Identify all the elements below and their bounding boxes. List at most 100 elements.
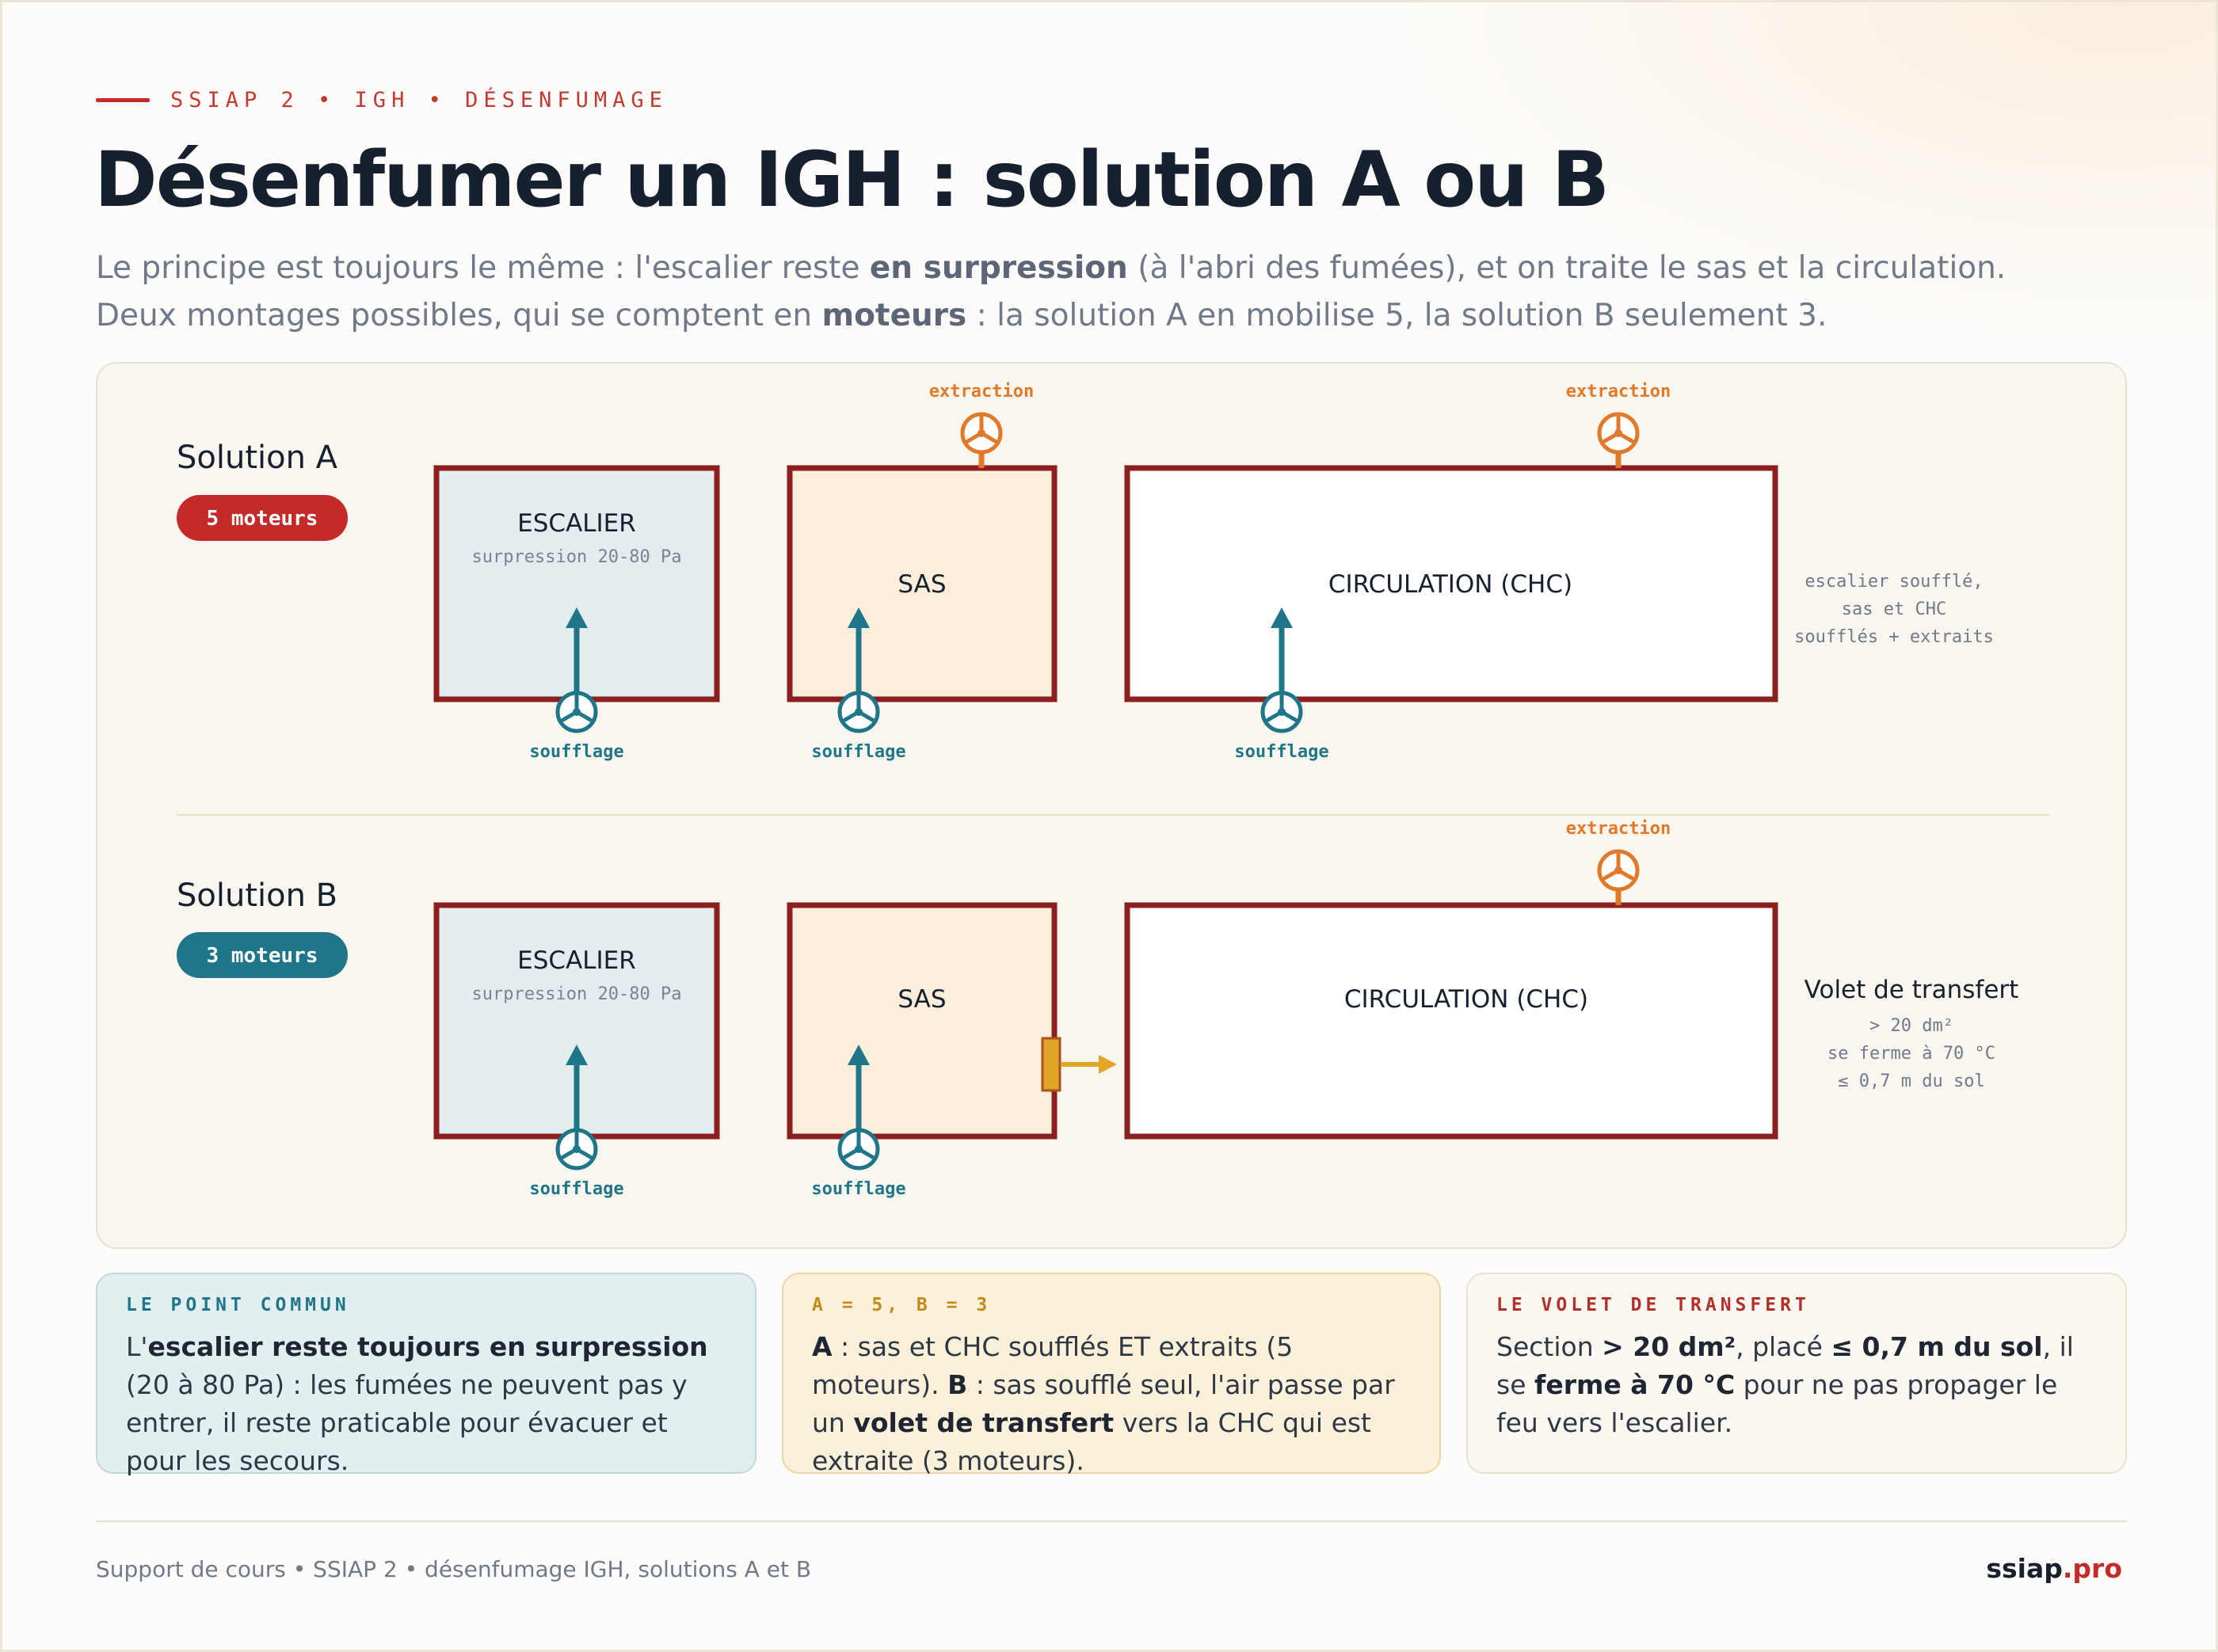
solution-a-badge-label: 5 moteurs [207, 507, 318, 531]
card-motor-count-head: A = 5, B = 3 [812, 1295, 992, 1315]
solution-b-chc-extract-label: extraction [1566, 819, 1671, 839]
card-2-text-3: vers la CHC qui est extraite (3 moteurs)… [812, 1407, 1371, 1476]
card-3-bold-2: ≤ 0,7 m du sol [1831, 1331, 2043, 1362]
card-transfer-damper-head: LE VOLET DE TRANSFERT [1496, 1295, 1810, 1315]
solution-b-sas-supply-fan-icon [837, 1045, 880, 1170]
lead-paragraph: Le principe est toujours le même : l'esc… [96, 245, 2029, 340]
footer-text: Support de cours • SSIAP 2 • désenfumage… [96, 1556, 812, 1582]
solution-b-sas-label: SAS [897, 985, 946, 1014]
fan-hub [1614, 866, 1622, 874]
card-2-bold-1: A [812, 1331, 833, 1362]
card-transfer-damper: LE VOLET DE TRANSFERT Section > 20 dm², … [1466, 1273, 2127, 1474]
card-motor-count: A = 5, B = 3 A : sas et CHC soufflés ET … [782, 1273, 1441, 1476]
solution-b-sas-supply-label: soufflage [811, 1179, 905, 1199]
solution-b-chc-label: CIRCULATION (CHC) [1344, 985, 1588, 1014]
card-3-text-3: , il se [1496, 1331, 2074, 1400]
solution-a-escalier-label: ESCALIER [517, 509, 636, 538]
lead-bold-1: en surpression [869, 250, 1128, 286]
solution-b-badge-label: 3 moteurs [207, 944, 318, 968]
solution-a-escalier-sub: surpression 20-80 Pa [472, 547, 682, 567]
solution-b-sas-box [787, 902, 1058, 1140]
card-2-bold-3: volet de transfert [853, 1407, 1115, 1438]
supply-arrow-head [848, 607, 870, 628]
diagram-canvas: Solution A 5 moteurs ESCALIER surpressio… [177, 382, 2049, 1199]
kicker-bar [96, 98, 150, 102]
diagram-panel: Solution A 5 moteurs ESCALIER surpressio… [96, 362, 2127, 1249]
background-glow [1265, 2, 2216, 398]
solution-a-note-line-2: sas et CHC [1842, 600, 1946, 619]
brand-tld: .pro [2062, 1553, 2122, 1584]
card-common-point-head: LE POINT COMMUN [126, 1295, 350, 1315]
solution-a-chc-supply-fan-icon [1260, 607, 1303, 733]
card-common-point-body: L'escalier reste toujours en surpression… [126, 1328, 726, 1480]
transfer-arrow-head [1099, 1055, 1117, 1074]
card-3-text-4: pour ne pas propager le feu vers l'escal… [1496, 1369, 2058, 1438]
solution-b-note-line-3: ≤ 0,7 m du sol [1838, 1072, 1984, 1091]
solution-a-sas-extract-label: extraction [929, 382, 1034, 402]
card-common-point: LE POINT COMMUN L'escalier reste toujour… [96, 1273, 756, 1476]
solution-a-sas-label: SAS [897, 570, 946, 599]
kicker: SSIAP 2 • IGH • DÉSENFUMAGE [96, 88, 668, 112]
solution-a-chc-box [1124, 465, 1778, 702]
card-2-text-2: : sas soufflé seul, l'air passe par un [812, 1369, 1395, 1438]
solution-a-escalier-supply-fan-icon [555, 607, 598, 733]
solution-a-chc-label: CIRCULATION (CHC) [1328, 570, 1572, 599]
page-title: Désenfumer un IGH : solution A ou B [94, 135, 1610, 224]
card-1-bold-1: escalier reste toujours en surpression [147, 1331, 708, 1362]
card-3-bold-1: > 20 dm² [1602, 1331, 1736, 1362]
solution-a-chc-extract-label: extraction [1566, 382, 1671, 402]
fan-hub [978, 429, 985, 437]
fan-hub [855, 708, 863, 716]
solution-b-badge [177, 932, 348, 978]
solution-a-badge [177, 495, 348, 541]
supply-arrow-head [848, 1045, 870, 1065]
supply-arrow-head [1271, 607, 1293, 628]
solution-a-escalier-supply-label: soufflage [529, 742, 623, 762]
solution-b-note-line-1: > 20 dm² [1869, 1016, 1953, 1036]
solution-a-chc-extract-fan-icon [1597, 412, 1640, 468]
solution-b-note-line-2: se ferme à 70 °C [1827, 1044, 1995, 1064]
solution-b-escalier-sub: surpression 20-80 Pa [472, 984, 682, 1004]
fan-hub [1614, 429, 1622, 437]
fan-hub [1278, 708, 1286, 716]
solution-a-title: Solution A [177, 440, 338, 476]
fan-hub [573, 708, 581, 716]
card-transfer-damper-body: Section > 20 dm², placé ≤ 0,7 m du sol, … [1496, 1328, 2097, 1442]
solution-b-escalier-supply-fan-icon [555, 1045, 598, 1170]
solution-b-chc-box [1124, 902, 1778, 1140]
solution-b-note-title: Volet de transfert [1805, 976, 2019, 1004]
card-2-bold-2: B [947, 1369, 968, 1400]
solution-b-title: Solution B [177, 877, 337, 914]
solution-a-chc-supply-label: soufflage [1234, 742, 1328, 762]
fan-hub [573, 1145, 581, 1153]
transfer-damper [1041, 1037, 1061, 1092]
card-2-text-1: : sas et CHC soufflés ET extraits (5 mot… [812, 1331, 1294, 1400]
fan-hub [855, 1145, 863, 1153]
card-motor-count-body: A : sas et CHC soufflés ET extraits (5 m… [812, 1328, 1411, 1480]
solution-a-sas-extract-fan-icon [960, 412, 1003, 468]
lead-text-1: Le principe est toujours le même : l'esc… [96, 250, 870, 286]
lead-text-3: : la solution A en mobilise 5, la soluti… [966, 298, 1827, 333]
solution-b-escalier-supply-label: soufflage [529, 1179, 623, 1199]
card-1-text-1: L' [126, 1331, 148, 1362]
supply-arrow-head [566, 607, 588, 628]
solution-a-note-line-1: escalier soufflé, [1805, 572, 1983, 592]
kicker-text: SSIAP 2 • IGH • DÉSENFUMAGE [170, 88, 668, 112]
brand-logo[interactable]: ssiap.pro [1986, 1553, 2122, 1584]
solution-b-escalier-label: ESCALIER [517, 946, 636, 975]
footer-divider [96, 1521, 2127, 1522]
card-3-bold-3: ferme à 70 °C [1534, 1369, 1736, 1400]
lead-text-2: (à l'abri des fumées), et on traite le s… [96, 250, 2006, 333]
card-3-text-2: , placé [1736, 1331, 1831, 1362]
solution-a-note-line-3: soufflés + extraits [1794, 627, 1994, 647]
solution-a-sas-supply-label: soufflage [811, 742, 905, 762]
solution-a-sas-box [787, 465, 1058, 702]
lead-bold-2: moteurs [821, 298, 967, 333]
card-1-text-2: (20 à 80 Pa) : les fumées ne peuvent pas… [126, 1369, 688, 1476]
card-3-text-1: Section [1496, 1331, 1603, 1362]
supply-arrow-head [566, 1045, 588, 1065]
solution-b-chc-extract-fan-icon [1597, 849, 1640, 905]
solution-a-sas-supply-fan-icon [837, 607, 880, 733]
brand-name: ssiap [1986, 1553, 2063, 1584]
